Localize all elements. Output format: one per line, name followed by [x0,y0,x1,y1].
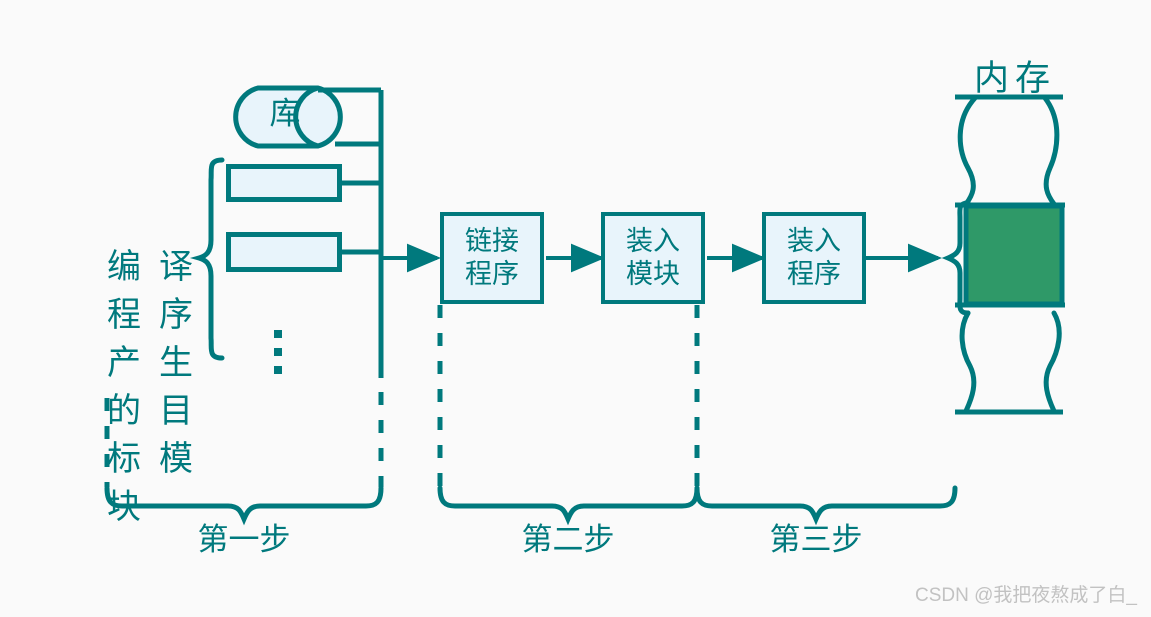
process-box-loader[interactable]: 装入 程序 [762,212,866,304]
step-separators [104,305,700,487]
step-label-2: 第二步 [521,522,615,557]
process-box-load-module-label: 装入 模块 [605,225,701,291]
source-label-char: 译 [159,249,193,286]
memory-label: 内存 [973,59,1056,98]
collector-bus [341,90,384,378]
csdn-watermark: CSDN @我把夜熬成了白_ [915,585,1137,606]
source-label-char: 目 [159,393,193,430]
process-box-loader-line2: 程序 [787,259,841,289]
source-label-char: 模 [159,441,193,478]
source-label-char: 的 [107,393,141,430]
source-label-char: 程 [107,297,141,334]
source-label-char: 块 [107,489,141,526]
source-label-char: 标 [107,441,141,478]
process-box-linker-line1: 链接 [465,226,519,256]
process-box-loader-label: 装入 程序 [766,225,862,291]
step-braces [104,485,958,526]
source-label-char: 生 [159,345,193,382]
process-box-loader-line1: 装入 [787,226,841,256]
library-label: 库 [269,96,301,131]
process-box-load-module[interactable]: 装入 模块 [601,212,705,304]
memory-shape [955,94,1065,415]
source-group-label: 编 译 程 序 产 生 的 目 标 模 块 [98,148,210,617]
source-group-brace [189,157,225,361]
library-shape [233,85,381,149]
process-box-load-module-line2: 模块 [626,259,680,289]
process-box-linker[interactable]: 链接 程序 [440,212,544,304]
source-label-char: 序 [159,297,193,334]
source-label-char: 编 [107,249,141,286]
object-module-box-1[interactable] [226,164,342,202]
ellipsis-dots [274,330,282,374]
process-box-linker-label: 链接 程序 [444,225,540,291]
step-label-1: 第一步 [197,522,291,557]
process-box-load-module-line1: 装入 [626,226,680,256]
step-label-3: 第三步 [769,522,863,557]
source-label-char: 产 [107,345,141,382]
process-box-linker-line2: 程序 [465,259,519,289]
object-module-box-2[interactable] [226,232,342,272]
